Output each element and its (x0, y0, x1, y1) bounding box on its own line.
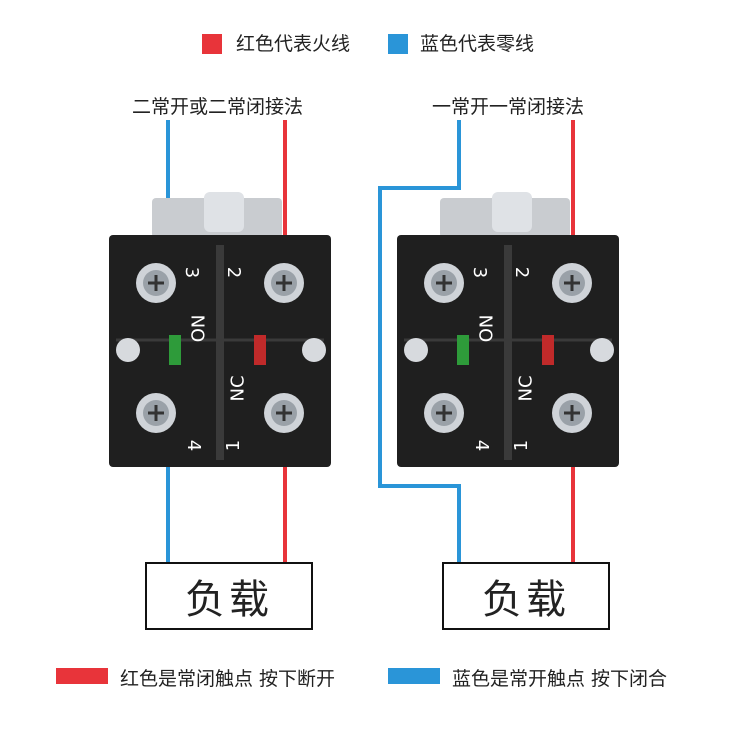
left-contact-block (109, 192, 331, 467)
left-load-label: 负载 (185, 577, 273, 623)
bottom-legend: 红色是常闭触点 按下断开 蓝色是常开触点 按下闭合 (0, 664, 750, 694)
blue-bottom-label: 蓝色是常开触点 按下闭合 (452, 668, 668, 690)
left-terminal-2: 2 (223, 266, 245, 279)
right-blue-wire-bottom (457, 484, 461, 564)
right-red-wire-bottom (571, 430, 575, 564)
left-diagram-title: 二常开或二常闭接法 (132, 96, 304, 118)
red-swatch (202, 34, 222, 54)
left-terminal-1: 1 (223, 439, 245, 452)
left-red-wire-bottom (283, 430, 287, 564)
red-legend-label: 红色代表火线 (236, 33, 351, 55)
red-bottom-label: 红色是常闭触点 按下断开 (120, 668, 336, 690)
right-blue-wire-bottom-horizontal (378, 484, 461, 488)
left-blue-wire-bottom (166, 430, 170, 564)
blue-bar (388, 668, 440, 684)
top-legend: 红色代表火线 蓝色代表零线 (0, 33, 750, 60)
left-red-wire-top (283, 120, 287, 255)
right-terminal-1: 1 (511, 439, 533, 452)
left-blue-wire-top (166, 120, 170, 255)
right-terminal-3: 3 (469, 266, 491, 279)
right-blue-wire-top-horizontal (378, 186, 461, 190)
right-diagram-title: 一常开一常闭接法 (432, 96, 585, 118)
blue-legend-label: 蓝色代表零线 (420, 33, 535, 55)
left-terminal-no: NO (186, 314, 208, 343)
right-terminal-2: 2 (511, 266, 533, 279)
red-bar (56, 668, 108, 684)
right-load-label: 负载 (482, 577, 570, 623)
right-contact-block (397, 192, 619, 467)
left-terminal-4: 4 (183, 439, 205, 452)
blue-swatch (388, 34, 408, 54)
right-terminal-nc: NC (515, 375, 537, 402)
right-blue-wire-top (457, 120, 461, 190)
right-blue-wire-side (378, 186, 382, 488)
right-terminal-4: 4 (471, 439, 493, 452)
left-load-box: 负载 (145, 562, 313, 630)
right-red-wire-top (571, 120, 575, 255)
left-terminal-3: 3 (181, 266, 203, 279)
right-terminal-no: NO (474, 314, 496, 343)
left-terminal-nc: NC (227, 375, 249, 402)
right-load-box: 负载 (442, 562, 610, 630)
